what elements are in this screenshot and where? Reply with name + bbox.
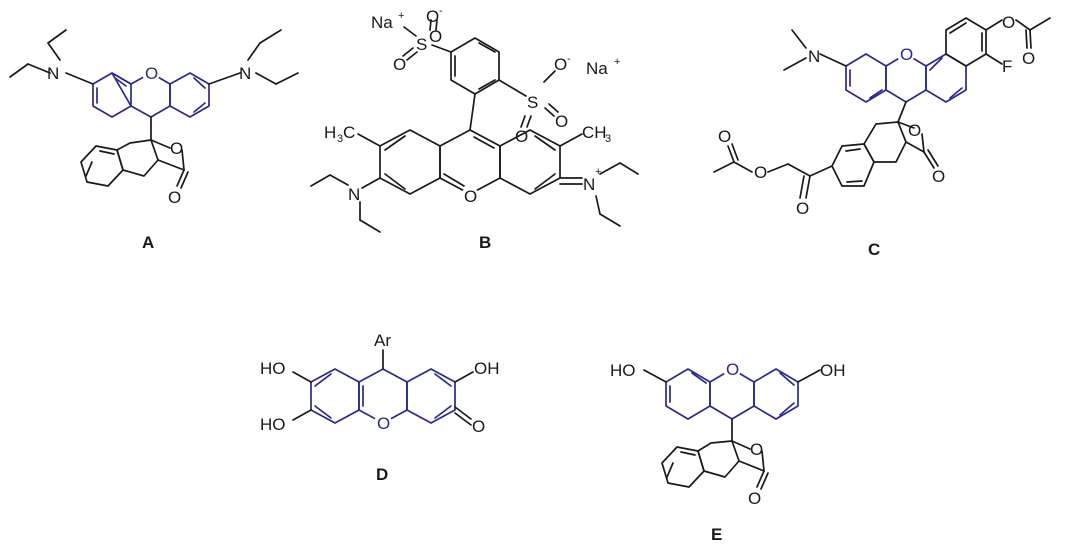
atom-oh-right: OH [474, 359, 500, 378]
atom-o-bridge: O [377, 414, 390, 433]
atom-h3c-3: 3 [337, 133, 343, 145]
atom-o-bridge: O [464, 187, 477, 206]
atom-s-2: S [527, 93, 538, 112]
atom-ho-bottom: HO [260, 415, 286, 434]
atom-o-carbonyl: O [748, 489, 761, 508]
atom-n: N [808, 47, 820, 66]
atom-n-left: N [47, 64, 59, 83]
atom-o-s1b: O [393, 55, 406, 74]
charge-na-2: + [614, 56, 620, 68]
atom-na-2: Na [586, 59, 608, 78]
atom-ho-top: HO [260, 359, 286, 378]
label-e: E [711, 525, 722, 544]
atom-n-left: N [348, 185, 360, 204]
atom-o-bridge: O [726, 360, 739, 379]
atom-ch3-ch: CH [582, 123, 607, 142]
atom-o-s2b: O [515, 127, 528, 146]
label-a: A [142, 233, 154, 252]
atom-o-acetyl: O [1022, 49, 1035, 68]
atom-f: F [1002, 57, 1012, 76]
atom-h3c-h: H [324, 123, 336, 142]
atom-o-ring: O [750, 440, 763, 459]
atom-ho-left: HO [610, 361, 636, 380]
charge-n-plus: + [595, 166, 601, 178]
atom-o-ketone: O [796, 199, 809, 218]
atom-o-ester: O [1002, 13, 1015, 32]
atom-o-bridge: O [900, 45, 913, 64]
atom-ar: Ar [374, 331, 391, 350]
atom-n-right: N [583, 175, 595, 194]
atom-o-ring: O [170, 139, 183, 158]
atom-o-ring: O [908, 121, 921, 140]
molecule-a: O N N O O A [9, 29, 299, 252]
charge-na-1: + [398, 10, 404, 22]
molecule-e: O HO OH O O E [610, 360, 846, 544]
atom-o-bridge: O [145, 64, 158, 83]
atom-o-ether: O [754, 163, 767, 182]
atom-o-s1a: O [429, 27, 442, 46]
molecule-b: Na + O - S O O S O - Na + O O H 3 C CH 3… [310, 5, 639, 252]
atom-oh-right: OH [820, 361, 846, 380]
atom-o-carbonyl: O [472, 417, 485, 436]
molecule-c: O N O O F O O O O O C [713, 13, 1051, 259]
charge-o-2: - [567, 53, 571, 65]
charge-o-1: - [439, 5, 443, 17]
label-b: B [479, 233, 491, 252]
atom-n-right: N [239, 64, 251, 83]
atom-o-s2a: O [555, 112, 568, 131]
atom-o-acetate: O [718, 127, 731, 146]
molecule-d: Ar HO HO OH O O D [260, 331, 500, 484]
atom-s-1: S [416, 35, 427, 54]
atom-h3c-c: C [343, 123, 355, 142]
atom-o-carbonyl: O [932, 167, 945, 186]
label-c: C [868, 240, 880, 259]
atom-o-minus-1: O [426, 7, 439, 26]
atom-o-minus-2: O [554, 55, 567, 74]
atom-o-carbonyl: O [168, 188, 181, 207]
atom-ch3-3: 3 [605, 133, 611, 145]
label-d: D [376, 465, 388, 484]
atom-na-1: Na [371, 13, 393, 32]
